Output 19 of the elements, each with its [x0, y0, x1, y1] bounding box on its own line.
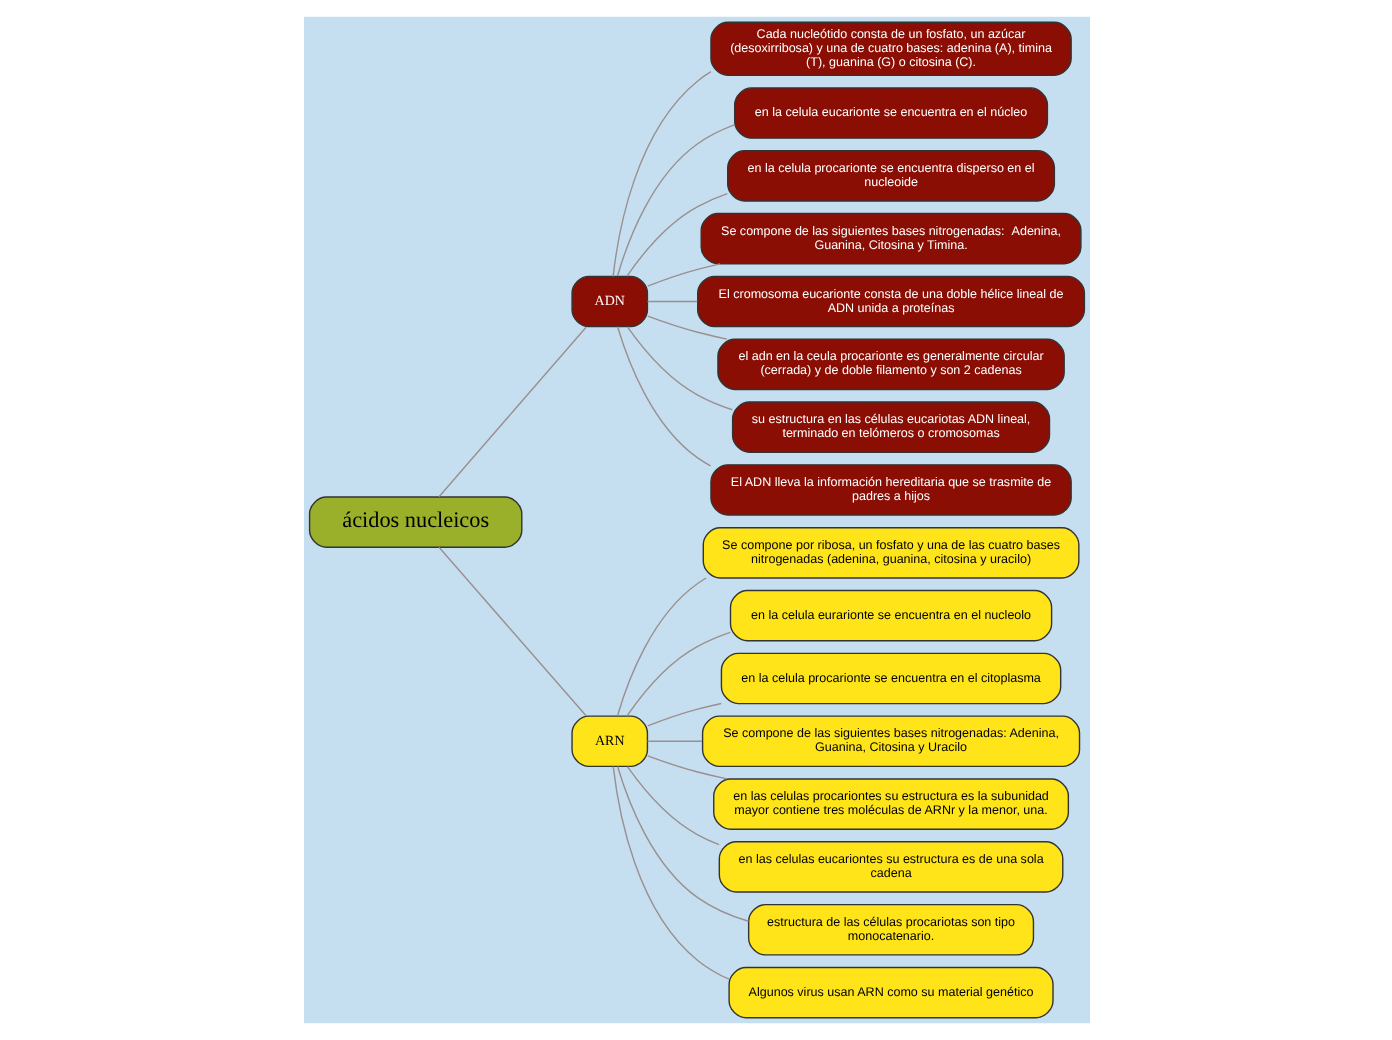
connector [625, 631, 730, 717]
connector [437, 546, 586, 717]
connector [625, 192, 727, 277]
connector [645, 300, 698, 303]
connector [646, 315, 727, 340]
connector [437, 326, 586, 498]
connector [615, 765, 749, 922]
connector [625, 766, 719, 846]
connector [645, 740, 702, 742]
connector [611, 70, 711, 278]
node-box: ácidos nucleicos [307, 496, 522, 548]
connector [615, 326, 711, 467]
connector [615, 124, 735, 277]
connector [625, 326, 732, 411]
connector [646, 702, 721, 727]
connector [646, 755, 727, 780]
connector [615, 577, 706, 717]
connector [646, 263, 720, 287]
connector [611, 765, 729, 980]
